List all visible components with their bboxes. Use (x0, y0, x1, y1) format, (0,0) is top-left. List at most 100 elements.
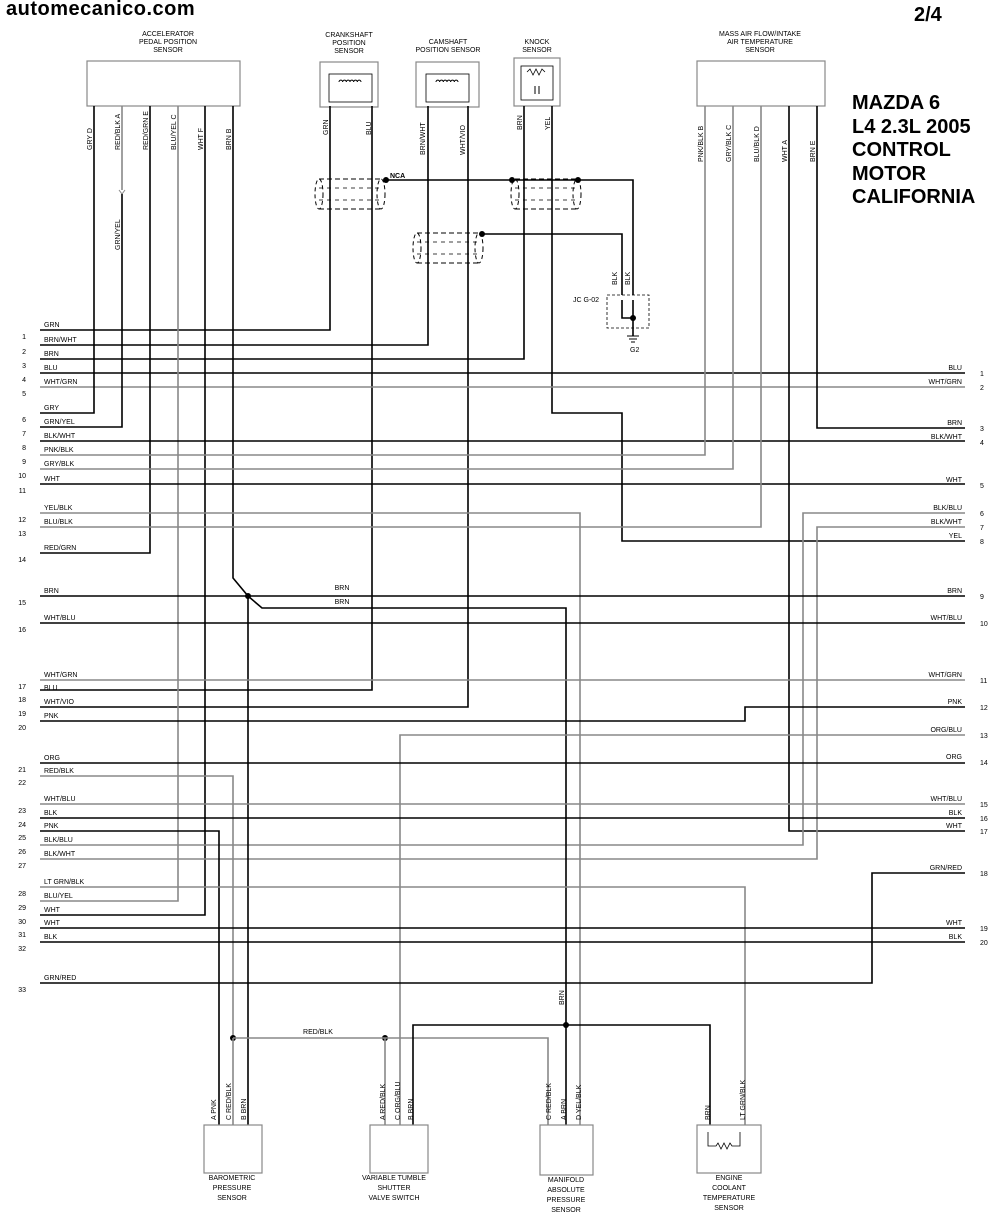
left-wire-label: BLK (44, 934, 58, 941)
left-pin-number: 1 (22, 334, 26, 341)
right-pin-number: 1 (980, 371, 984, 378)
pin-label: A RED/BLK (380, 1083, 387, 1120)
left-wire-label: GRN (44, 322, 60, 329)
ground-icon (627, 335, 639, 343)
component-label: SENSOR (551, 1207, 581, 1214)
pin-label: C RED/BLK (546, 1083, 553, 1120)
title-line: L4 2.3L 2005 (852, 115, 971, 138)
wire (232, 106, 249, 597)
left-pin-number: 15 (18, 600, 26, 607)
wire (40, 526, 965, 860)
right-wire-label: WHT/BLU (931, 796, 963, 803)
wire (482, 233, 623, 295)
left-pin-number: 30 (18, 919, 26, 926)
left-wire-label: ORG (44, 755, 60, 762)
component-label: KNOCK (525, 39, 550, 46)
wire (551, 106, 965, 542)
diagram-title: MAZDA 6 L4 2.3L 2005 CONTROL MOTOR CALIF… (852, 92, 975, 210)
left-wire-label: BLU (44, 685, 58, 692)
left-wire-label: BRN/WHT (44, 337, 77, 344)
pin-label: BLU (366, 121, 373, 135)
pin-label: LT GRN/BLK (740, 1079, 747, 1120)
baro-sensor-box (203, 1124, 263, 1174)
right-wire-label: WHT/BLU (931, 615, 963, 622)
left-wire-label: WHT/BLU (44, 796, 76, 803)
component-label: SENSOR (745, 47, 775, 54)
pin-label: C RED/BLK (226, 1083, 233, 1120)
component-label: COOLANT (712, 1185, 747, 1192)
component-label: POSITION (332, 40, 365, 47)
left-pin-number: 2 (22, 349, 26, 356)
right-pin-number: 7 (980, 525, 984, 532)
left-wire-label: RED/GRN (44, 545, 76, 552)
component-label: AIR TEMPERATURE (727, 39, 793, 46)
cmp-inner (425, 73, 470, 103)
wire (40, 106, 151, 554)
wire (40, 106, 95, 414)
map-sensor-box (539, 1124, 594, 1176)
left-wire-label: BLK (44, 810, 58, 817)
pin-label: PNK/BLK B (698, 125, 705, 162)
component-label: PRESSURE (213, 1185, 252, 1192)
wire-label: BRN (335, 599, 350, 606)
left-wire-label: GRN/YEL (44, 419, 75, 426)
wire (40, 106, 373, 691)
wire (412, 1024, 711, 1125)
pin-label: B BRN (408, 1099, 415, 1120)
splice-dot (383, 177, 389, 183)
knock-inner (520, 65, 554, 101)
site-title: automecanico.com (6, 0, 196, 20)
splice-dot (509, 177, 515, 183)
splice-dot (479, 231, 485, 237)
component-label: VALVE SWITCH (368, 1195, 419, 1202)
left-wire-label: BLK/BLU (44, 837, 73, 844)
right-wire-label: YEL (949, 533, 962, 540)
right-pin-number: 2 (980, 385, 984, 392)
wire (816, 106, 965, 429)
left-wire-label: BLU (44, 365, 58, 372)
app-sensor-box (86, 60, 241, 107)
junction-label: JC G-02 (573, 297, 599, 304)
component-label: BAROMETRIC (209, 1175, 256, 1182)
left-wire-label: WHT (44, 920, 61, 927)
pin-label: YEL (545, 117, 552, 130)
title-line: MAZDA 6 (852, 92, 941, 114)
pin-label: BRN E (810, 140, 817, 162)
shield-end (474, 232, 484, 264)
right-wire-label: BLK (949, 934, 963, 941)
left-wire-label: BLU/BLK (44, 519, 73, 526)
pin-label: BRN (705, 1105, 712, 1120)
wire (40, 194, 123, 428)
wire (40, 106, 762, 528)
right-pin-number: 11 (980, 678, 987, 685)
right-wire-label: PNK (948, 699, 963, 706)
left-pin-number: 31 (18, 932, 26, 939)
left-wire-label: PNK (44, 713, 59, 720)
wire (40, 106, 525, 360)
right-wire-label: BLU (948, 365, 962, 372)
left-wire-label: GRY/BLK (44, 461, 75, 468)
left-pin-number: 16 (18, 627, 26, 634)
left-wire-label: LT GRN/BLK (44, 879, 85, 886)
component-label: SENSOR (334, 48, 364, 55)
component-label: POSITION SENSOR (416, 47, 481, 54)
left-wire-label: GRN/RED (44, 975, 76, 982)
wire (386, 179, 634, 295)
right-wire-label: WHT/GRN (929, 672, 962, 679)
left-wire-label: YEL/BLK (44, 505, 73, 512)
wire (399, 734, 965, 1125)
right-wire-label: GRN/RED (930, 865, 962, 872)
thermistor-icon (707, 1132, 741, 1150)
splice-dot (575, 177, 581, 183)
title-line: MOTOR (852, 162, 927, 185)
page-number: 2/4 (914, 4, 942, 26)
pin-label: GRY D (87, 128, 94, 150)
left-wire-label: WHT (44, 476, 61, 483)
pin-label: BRN B (226, 128, 233, 150)
left-wire-label: BLK/WHT (44, 851, 76, 858)
component-label: PEDAL POSITION (139, 39, 197, 46)
right-wire-label: BRN (947, 588, 962, 595)
title-line: CONTROL (852, 139, 951, 161)
wire-label: GRN/YEL (115, 219, 122, 250)
right-wire-label: WHT (946, 477, 963, 484)
